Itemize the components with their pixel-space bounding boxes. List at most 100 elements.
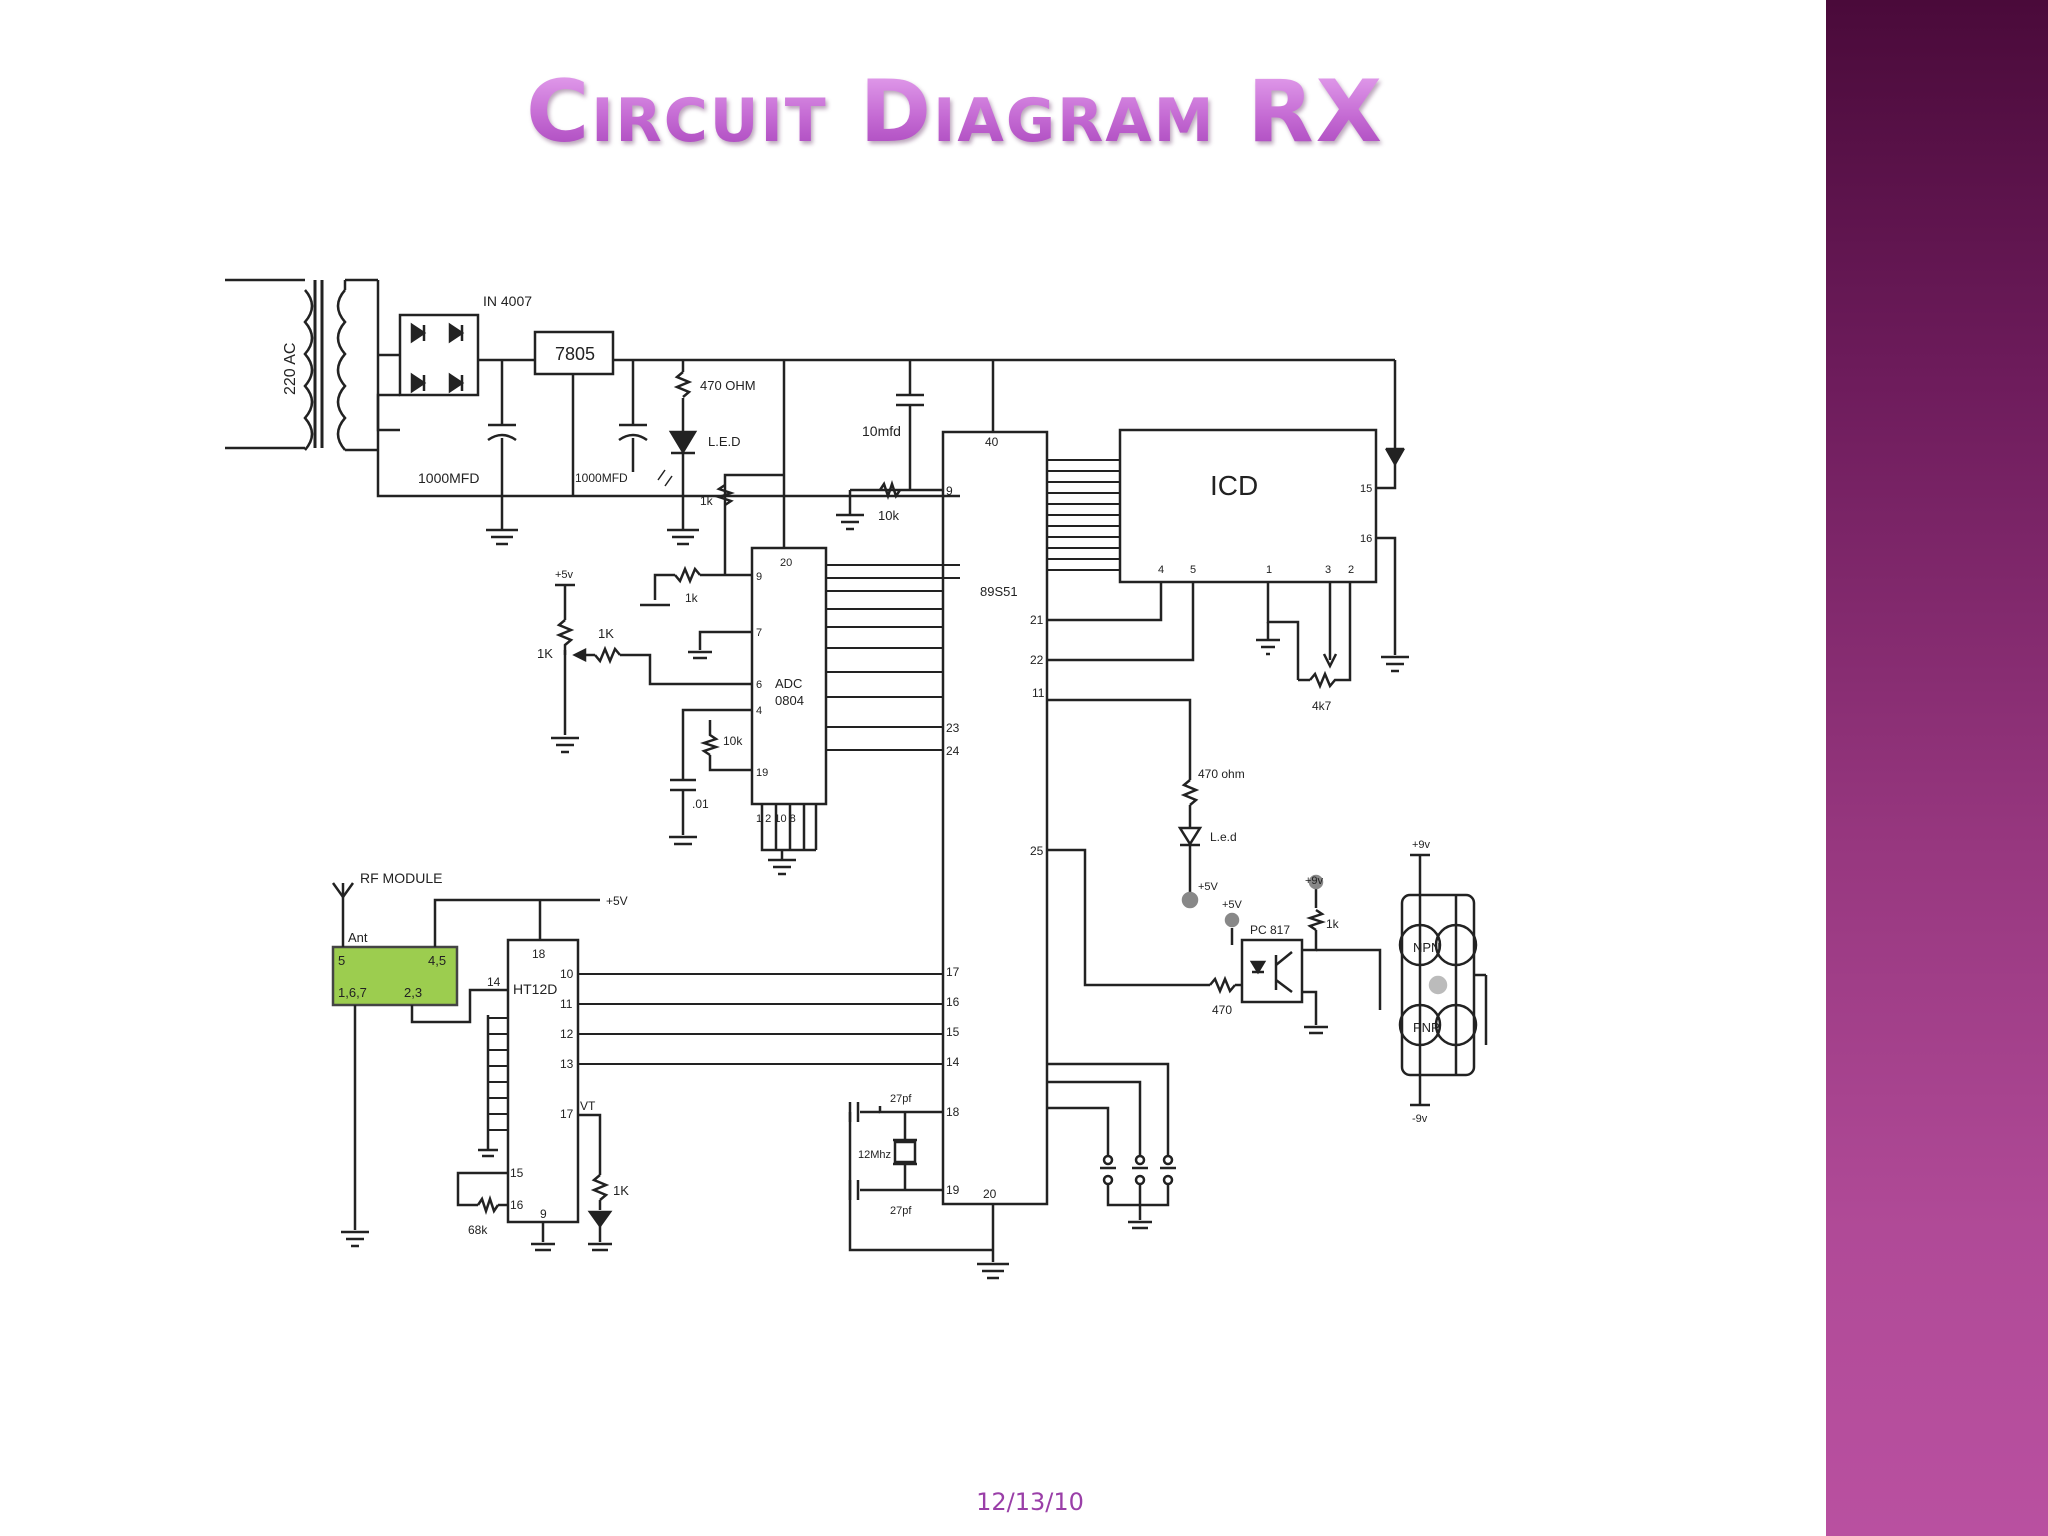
resistor-68k-label: 68k	[468, 1223, 488, 1237]
plus9v-a-label: +9v	[1305, 875, 1324, 887]
adc-pin-9: 9	[756, 571, 762, 583]
ground-icon	[1304, 1025, 1328, 1035]
slide-title: Circuit Diagram RX	[0, 62, 1910, 162]
plus5v-rf-label: +5V	[606, 894, 628, 908]
rf-pin-23: 2,3	[404, 985, 422, 1000]
ground-icon	[667, 528, 699, 546]
rf-pin-45: 4,5	[428, 953, 446, 968]
resistor-10k-adc-label: 10k	[723, 734, 743, 748]
vcc-5v-label: +5v	[555, 569, 574, 581]
adc-pin-4: 4	[756, 705, 762, 717]
bridge-rectifier	[398, 313, 480, 397]
adc-pin-6: 6	[756, 679, 762, 691]
ground-icon	[836, 513, 864, 531]
mcu-pin-25: 25	[1030, 844, 1044, 858]
power-supply-section	[225, 278, 1395, 546]
mcu-pin-24: 24	[946, 744, 960, 758]
npn-label: NPN	[1413, 940, 1440, 955]
ht-pin-18: 18	[532, 947, 546, 961]
ht-pin-15: 15	[510, 1166, 524, 1180]
resistor-1k-opto-label: 1k	[1326, 917, 1340, 931]
mcu-pin-22: 22	[1030, 653, 1044, 667]
decoder-label: HT12D	[513, 981, 557, 997]
mcu-pin-21: 21	[1030, 613, 1044, 627]
transformer-secondary-icon	[336, 289, 347, 451]
cap-27pf-b-label: 27pf	[890, 1205, 912, 1217]
ground-icon	[768, 858, 796, 876]
mcu-pin-19: 19	[946, 1183, 960, 1197]
cap-01-label: .01	[692, 797, 709, 811]
adc-pin-20: 20	[780, 557, 792, 569]
mcu-pin-40: 40	[985, 435, 999, 449]
ground-icon	[688, 650, 712, 660]
mcu-89s51-box	[941, 430, 1049, 1206]
mcu-pin-17: 17	[946, 965, 960, 979]
ht-pin-17: 17	[560, 1107, 574, 1121]
ground-icon	[551, 736, 579, 754]
slide-date: 12/13/10	[976, 1488, 1084, 1516]
rf-module	[331, 945, 459, 1007]
led-icon	[668, 430, 698, 455]
mcu-pin-16: 16	[946, 995, 960, 1009]
push-buttons	[1047, 1062, 1176, 1230]
resistor-470ohm-label: 470 ohm	[1198, 767, 1245, 781]
rf-pin-5: 5	[338, 953, 345, 968]
plus5v-c-label: +5V	[1222, 899, 1243, 911]
minus9v-label: -9v	[1412, 1113, 1428, 1125]
decorative-side-band	[1826, 0, 2048, 1536]
led-b-label: L.e.d	[1210, 830, 1237, 844]
ht-pin-10: 10	[560, 967, 574, 981]
pot-4k7-label: 4k7	[1312, 699, 1332, 713]
resistor-1k-b-label: 1k	[685, 591, 699, 605]
lcd-pin-15: 15	[1360, 483, 1372, 495]
ground-icon	[1256, 638, 1280, 656]
cap1-label: 1000MFD	[418, 470, 479, 486]
ground-icon	[341, 1230, 369, 1248]
led-label: L.E.D	[708, 434, 741, 449]
ht-pin-11: 11	[560, 997, 573, 1011]
ground-icon	[669, 835, 697, 846]
mcu-pin-20: 20	[983, 1187, 997, 1201]
ht-pin-13: 13	[560, 1057, 574, 1071]
lcd-pin-5: 5	[1190, 564, 1196, 576]
opto-coupler-pc817	[1240, 938, 1304, 1004]
lcd-pin-4: 4	[1158, 564, 1164, 576]
resistor-1k-pot-label: 1K	[598, 626, 614, 641]
mcu-pin-23: 23	[946, 721, 960, 735]
rf-module-label: RF MODULE	[360, 870, 442, 886]
pnp-label: PNP	[1413, 1020, 1440, 1035]
pot-label: 1K	[537, 646, 553, 661]
ground-icon	[977, 1262, 1009, 1280]
diode-icon	[410, 372, 427, 394]
mcu-pin-14: 14	[946, 1055, 960, 1069]
h-bridge-npn-pnp	[1316, 853, 1488, 1107]
mcu-pin-9: 9	[946, 484, 953, 498]
ant-label: Ant	[348, 930, 368, 945]
circuit-schematic: 220 AC IN 4007 7805 1000MFD 1000MFD 470 …	[225, 278, 1488, 1280]
resistor-470-label: 470 OHM	[700, 378, 756, 393]
lcd-pin-3: 3	[1325, 564, 1331, 576]
plus9v-b-label: +9v	[1412, 839, 1431, 851]
cap2-label: 1000MFD	[575, 471, 628, 485]
opto-label: PC 817	[1250, 923, 1290, 937]
transformer-primary-icon	[303, 289, 314, 451]
ground-icon	[1381, 655, 1409, 673]
rectifier-label: IN 4007	[483, 293, 532, 309]
crystal-label: 12Mhz	[858, 1149, 891, 1161]
ht-pin-9: 9	[540, 1207, 547, 1221]
lcd-label: ICD	[1210, 470, 1258, 501]
lcd-pin-16: 16	[1360, 533, 1372, 545]
ht-pin-12: 12	[560, 1027, 574, 1041]
ht-pin-16: 16	[510, 1198, 524, 1212]
diode-icon	[410, 322, 427, 344]
adc-pin-bottom: 1 2 10 8	[756, 813, 796, 825]
vt-label: VT	[580, 1099, 596, 1113]
resistor-470-opto-label: 470	[1212, 1003, 1232, 1017]
lcd-pin-1: 1	[1266, 564, 1272, 576]
adc-pin-7: 7	[756, 627, 762, 639]
lcd-box	[1118, 428, 1378, 584]
adc-pin-19: 19	[756, 767, 768, 779]
resistor-1k-vt-label: 1K	[613, 1183, 629, 1198]
plus5v-b-label: +5V	[1198, 881, 1219, 893]
lcd-pin-2: 2	[1348, 564, 1354, 576]
